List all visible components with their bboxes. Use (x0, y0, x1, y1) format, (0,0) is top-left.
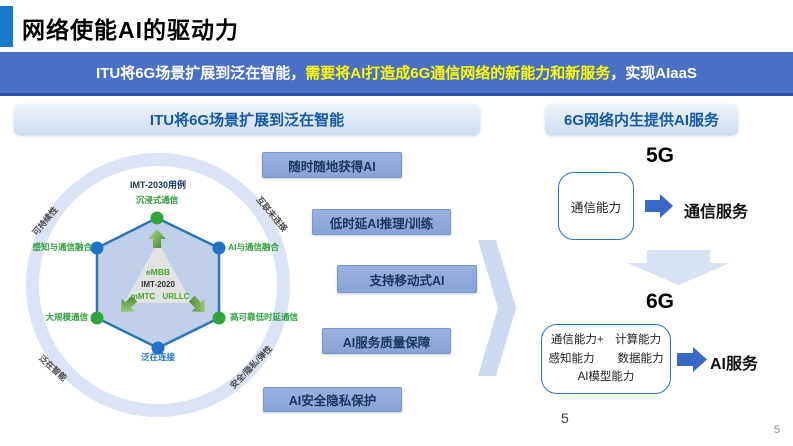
six-g-capability-line-2: 感知能力 数据能力 (548, 352, 664, 365)
lower-left-arrow-icon (120, 295, 138, 313)
core-triangle (124, 242, 192, 303)
right-panel-header: 6G网络内生提供AI服务 (545, 104, 738, 135)
vertex-dot-lower-right (212, 311, 226, 325)
imt2030-wheel-diagram: eMBB IMT-2020 mMTC URLLC IMT-2030用例 沉浸式通… (14, 142, 334, 434)
outer-ring (26, 153, 290, 417)
core-label-urllc: URLLC (162, 292, 189, 301)
feature-label-mobile-ai: 支持移动式AI (337, 265, 477, 293)
vertex-label-upper-left: 感知与通信融合 (32, 242, 92, 252)
banner-text-highlight: 需要将AI打造成6G通信网络的新能力和新服务 (305, 65, 611, 82)
six-g-capability-box: 通信能力+ 计算能力 感知能力 数据能力 AI模型能力 (541, 324, 671, 394)
core-label-imt2020: IMT-2020 (141, 280, 175, 289)
down-arrow-icon (627, 250, 730, 285)
feature-label-anywhere-ai: 随时随地获得AI (262, 152, 402, 178)
page-title: 网络使能AI的驱动力 (22, 17, 239, 43)
five-g-capability-text: 通信能力 (570, 200, 621, 215)
core-label-embb: eMBB (146, 267, 170, 277)
core-label-mmtc: mMTC (131, 292, 156, 301)
six-g-capability-line-3: AI模型能力 (577, 371, 635, 384)
vertex-dot-upper-left (90, 241, 104, 255)
vertex-label-upper-right: AI与通信融合 (228, 242, 280, 252)
left-panel-header: ITU将6G场景扩展到泛在智能 (14, 104, 480, 135)
up-arrow-icon (148, 229, 166, 248)
wheel-title: IMT-2030用例 (129, 180, 187, 190)
six-g-service-text: AI服务 (710, 356, 759, 373)
vertex-dot-bottom (151, 341, 165, 355)
vertex-label-lower-left: 大规模通信 (45, 312, 88, 322)
six-g-capability-line-1: 通信能力+ 计算能力 (550, 334, 662, 347)
lower-right-arrow-icon (188, 295, 206, 313)
wheel-graphic: eMBB IMT-2020 mMTC URLLC (26, 153, 290, 417)
five-g-capability-box: 通信能力 (558, 172, 634, 240)
corner-page-number: 5 (774, 424, 781, 436)
page-number: 5 (561, 410, 569, 426)
vertex-label-lower-right: 高可靠低时延通信 (230, 312, 299, 322)
headline-banner: ITU将6G场景扩展到泛在智能， 需要将AI打造成6G通信网络的新能力和新服务 … (0, 52, 793, 96)
vertex-dot-upper-right (212, 241, 226, 255)
feature-label-ai-qos: AI服务质量保障 (322, 328, 451, 354)
feature-label-ai-security: AI安全隐私保护 (263, 387, 402, 412)
vertex-dot-lower-left (90, 311, 104, 325)
right-arrow-icon-6g (677, 347, 707, 372)
vertex-label-bottom: 泛在连接 (140, 352, 175, 362)
banner-text-before: ITU将6G场景扩展到泛在智能， (96, 65, 306, 82)
right-arrow-icon-5g (645, 194, 673, 218)
vertex-dot-top (150, 211, 164, 225)
feature-label-low-latency: 低时延AI推理/训练 (312, 209, 451, 235)
banner-text-after: ，实现AIaaS (610, 65, 697, 82)
six-g-heading: 6G (645, 290, 674, 313)
vertex-label-top: 沉浸式通信 (135, 195, 179, 205)
title-accent-bar (0, 6, 13, 47)
chevron-arrow-icon (478, 240, 516, 376)
five-g-heading: 5G (645, 144, 674, 167)
five-g-service-text: 通信服务 (684, 204, 749, 221)
